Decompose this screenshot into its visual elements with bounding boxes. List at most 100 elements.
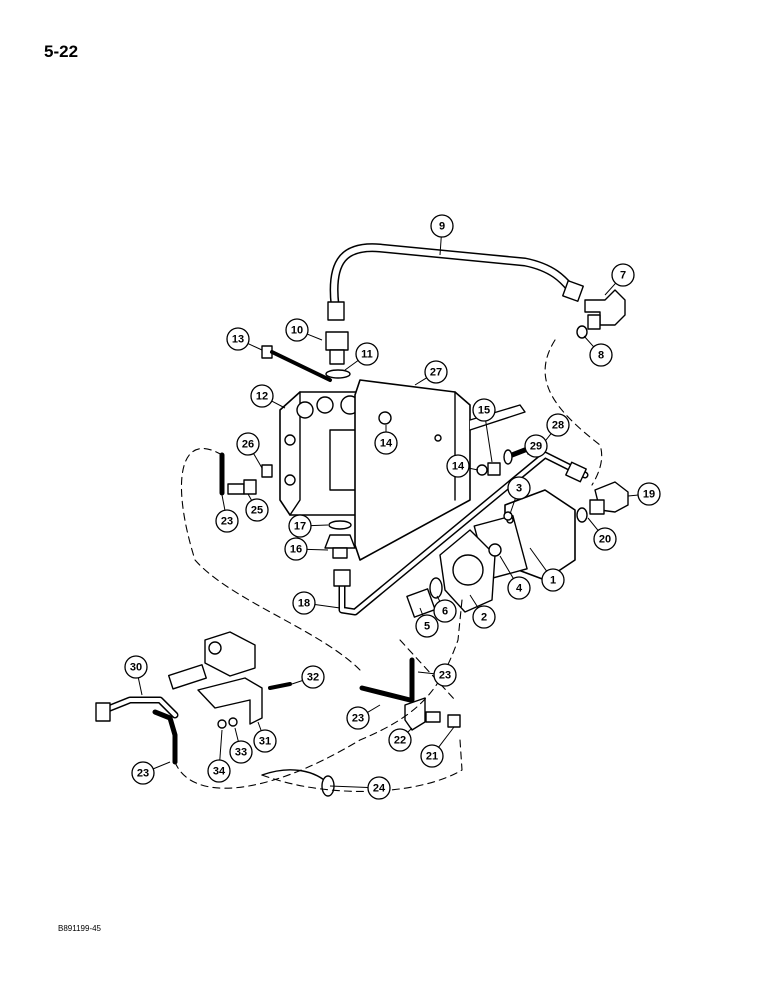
- o-ring-8: [576, 325, 588, 339]
- callout-14: 14: [446, 454, 479, 478]
- callout-circle: [507, 576, 531, 600]
- callout-30: 30: [124, 655, 148, 696]
- tee-fitting-22: [404, 697, 441, 731]
- callout-7: 7: [604, 263, 635, 296]
- callout-circle: [424, 360, 448, 384]
- callout-label: 3: [516, 483, 522, 495]
- callout-circle: [472, 398, 496, 422]
- callout-circle: [446, 454, 470, 478]
- callout-leader-line: [307, 333, 323, 341]
- callout-1: 1: [529, 547, 565, 592]
- callout-label: 16: [290, 544, 302, 556]
- callout-leader-line: [485, 420, 493, 463]
- callout-29: 29: [511, 434, 548, 458]
- callout-circle: [589, 343, 613, 367]
- callout-circle: [374, 431, 398, 455]
- coupling-5: [406, 588, 436, 618]
- callout-11: 11: [344, 342, 379, 371]
- callout-33: 33: [229, 727, 253, 764]
- washer-29: [503, 449, 513, 465]
- callout-label: 17: [294, 521, 306, 533]
- valve-block: [167, 631, 256, 690]
- callout-circle: [207, 759, 231, 783]
- gasket-2: [439, 529, 496, 613]
- callout-16: 16: [284, 537, 329, 561]
- callout-circle: [433, 663, 457, 687]
- callout-leader-line: [257, 721, 262, 731]
- callout-3: 3: [507, 476, 531, 515]
- callout-leader-line: [583, 335, 595, 348]
- callout-label: 23: [137, 768, 149, 780]
- washer-14b: [476, 464, 488, 476]
- callout-label: 2: [481, 612, 487, 624]
- callout-label: 24: [373, 783, 386, 795]
- callout-circle: [546, 413, 570, 437]
- callout-label: 26: [242, 439, 254, 451]
- callout-leader-line: [271, 400, 286, 409]
- callout-17: 17: [288, 514, 329, 538]
- bolt-13: [261, 345, 332, 382]
- cap-24: [261, 769, 335, 797]
- callout-label: 28: [552, 420, 564, 432]
- callout-label: 34: [213, 766, 226, 778]
- callout-label: 30: [130, 662, 142, 674]
- callout-label: 6: [442, 606, 448, 618]
- callout-leader-line: [468, 467, 479, 471]
- callout-leader-line: [310, 524, 329, 527]
- callout-leader-line: [314, 604, 341, 609]
- callout-label: 12: [256, 391, 268, 403]
- o-ring-17: [328, 520, 352, 530]
- callout-circle: [524, 434, 548, 458]
- callout-leader-line: [247, 493, 253, 501]
- callout-label: 13: [232, 334, 244, 346]
- callout-leader-line: [414, 377, 427, 386]
- callout-layer: 1234567891011121314141516171819202122232…: [124, 214, 661, 800]
- callout-23: 23: [417, 663, 457, 687]
- callout-leader-line: [499, 555, 514, 579]
- callout-circle: [292, 591, 316, 615]
- callout-label: 25: [251, 505, 263, 517]
- fitting-16: [324, 534, 356, 559]
- callout-leader-line: [469, 594, 479, 608]
- callout-circle: [215, 509, 239, 533]
- callout-leader-line: [291, 680, 303, 685]
- callout-label: 4: [516, 583, 523, 595]
- bracket-27: [354, 379, 526, 561]
- callout-leader-line: [152, 761, 171, 770]
- callout-leader-line: [137, 677, 143, 696]
- callout-23: 23: [131, 761, 171, 785]
- callout-32: 32: [291, 665, 325, 689]
- tube-30: [95, 696, 179, 722]
- callout-leader-line: [419, 607, 424, 616]
- washer-33: [228, 717, 238, 727]
- callout-circle: [388, 728, 412, 752]
- callout-label: 31: [259, 736, 271, 748]
- callout-circle: [593, 527, 617, 551]
- callout-leader-line: [438, 726, 455, 748]
- callout-circle: [229, 740, 253, 764]
- callout-leader-line: [417, 671, 435, 675]
- o-ring-20: [576, 507, 588, 523]
- tube-9: [327, 243, 584, 321]
- callout-leader-line: [529, 547, 547, 572]
- callout-circle: [433, 599, 457, 623]
- callout-label: 23: [439, 670, 451, 682]
- callout-label: 10: [291, 325, 303, 337]
- nut-34: [217, 719, 227, 729]
- callout-label: 21: [426, 751, 438, 763]
- callout-label: 23: [352, 713, 364, 725]
- callout-13: 13: [226, 327, 263, 351]
- fitting-10: [325, 331, 349, 365]
- callout-label: 33: [235, 747, 247, 759]
- routing-lines: [174, 339, 603, 792]
- callout-label: 1: [550, 575, 556, 587]
- callout-label: 14: [452, 461, 465, 473]
- hose-23-mid: [359, 685, 413, 703]
- callout-circle: [355, 342, 379, 366]
- callout-8: 8: [583, 335, 613, 367]
- callout-9: 9: [430, 214, 454, 256]
- elbow-fitting-19: [589, 481, 629, 515]
- callout-circle: [253, 729, 277, 753]
- callout-circle: [420, 744, 444, 768]
